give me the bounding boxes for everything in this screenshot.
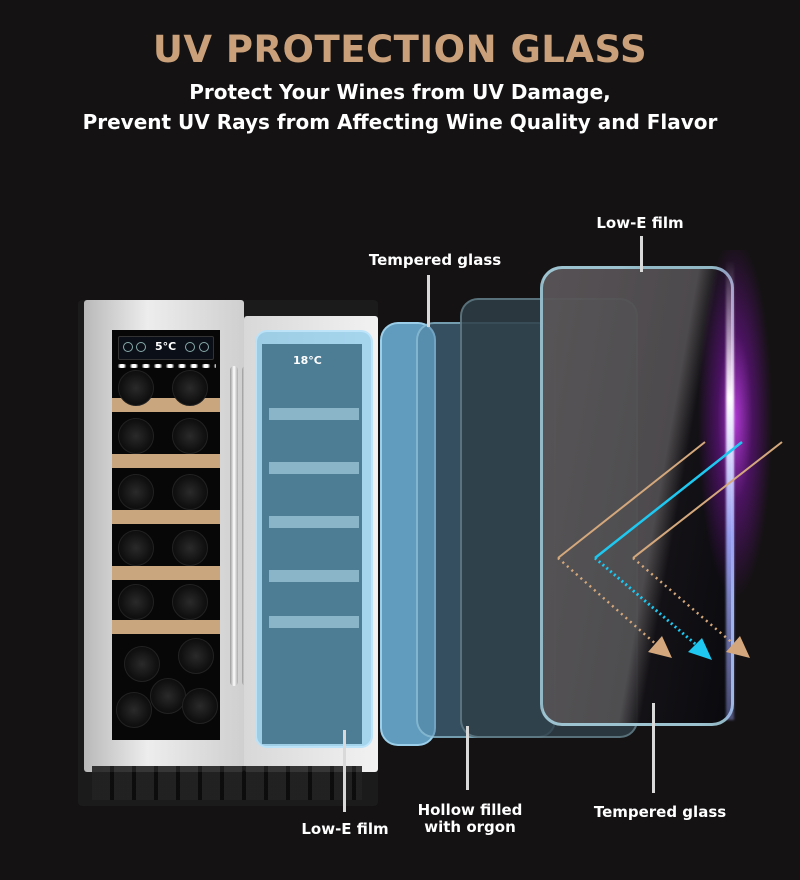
- subtitle-line-1: Protect Your Wines from UV Damage,: [189, 80, 611, 104]
- wine-bottle: [118, 530, 154, 566]
- leader-line: [652, 703, 655, 793]
- label-hollow-line-1: Hollow filled: [417, 801, 523, 819]
- ray-tan-reflected-1: [557, 557, 659, 647]
- up-icon: [185, 342, 195, 352]
- left-control-panel: 5°C: [118, 336, 214, 360]
- wine-bottle: [172, 418, 208, 454]
- wine-shelf: [112, 620, 220, 634]
- wine-shelf: [269, 462, 359, 474]
- label-hollow-line-2: with orgon: [424, 818, 516, 836]
- wine-shelf: [269, 570, 359, 582]
- led-strip: [116, 364, 216, 368]
- arrow-cyan-icon: [688, 638, 712, 660]
- leader-line: [427, 275, 430, 327]
- wine-bottle: [124, 646, 160, 682]
- label-low-e-film-top: Low-E film: [596, 214, 684, 232]
- wine-shelf: [112, 454, 220, 468]
- door-handle: [230, 366, 238, 686]
- wine-bottle: [150, 678, 186, 714]
- ray-tan-incoming-1: [557, 441, 706, 559]
- wine-bottle: [116, 692, 152, 728]
- leader-line: [343, 730, 346, 812]
- ray-cyan-reflected: [594, 556, 701, 650]
- down-icon: [199, 342, 209, 352]
- wine-shelf: [112, 566, 220, 580]
- wine-shelf: [269, 616, 359, 628]
- wine-shelf: [112, 510, 220, 524]
- wine-bottle: [118, 370, 154, 406]
- control-icon: [123, 342, 133, 352]
- left-door-window: 5°C: [112, 330, 220, 740]
- temperature-display: 5°C: [155, 340, 177, 353]
- wine-bottle: [178, 638, 214, 674]
- ray-cyan-incoming: [594, 441, 743, 559]
- uv-light-beam: [726, 260, 734, 720]
- temperature-display: 18°C: [293, 354, 322, 367]
- low-e-film-layer-inner: 18°C: [255, 330, 373, 748]
- label-low-e-film-bottom: Low-E film: [301, 820, 389, 838]
- wine-bottle: [172, 474, 208, 510]
- wine-bottle: [172, 584, 208, 620]
- uv-rays-diagram: [557, 441, 783, 660]
- ray-tan-incoming-2: [632, 441, 783, 559]
- wine-bottle: [172, 370, 208, 406]
- leader-line: [640, 236, 643, 272]
- bottom-vent: [92, 766, 362, 800]
- arrow-tan-icon: [648, 636, 672, 658]
- wine-shelf: [269, 516, 359, 528]
- subtitle-line-2: Prevent UV Rays from Affecting Wine Qual…: [82, 110, 718, 134]
- wine-bottle: [182, 688, 218, 724]
- wine-bottle: [118, 418, 154, 454]
- label-tempered-glass-bottom: Tempered glass: [593, 803, 727, 821]
- ray-tan-reflected-2: [632, 557, 737, 647]
- wine-bottle: [118, 474, 154, 510]
- label-tempered-glass-top: Tempered glass: [368, 251, 502, 269]
- leader-line: [466, 726, 469, 790]
- left-door: 5°C: [84, 300, 244, 772]
- wine-bottle: [118, 584, 154, 620]
- arrow-tan-icon: [726, 636, 750, 658]
- wine-bottle: [172, 530, 208, 566]
- wine-shelf: [269, 408, 359, 420]
- control-icon: [136, 342, 146, 352]
- page-title: UV PROTECTION GLASS: [152, 28, 648, 71]
